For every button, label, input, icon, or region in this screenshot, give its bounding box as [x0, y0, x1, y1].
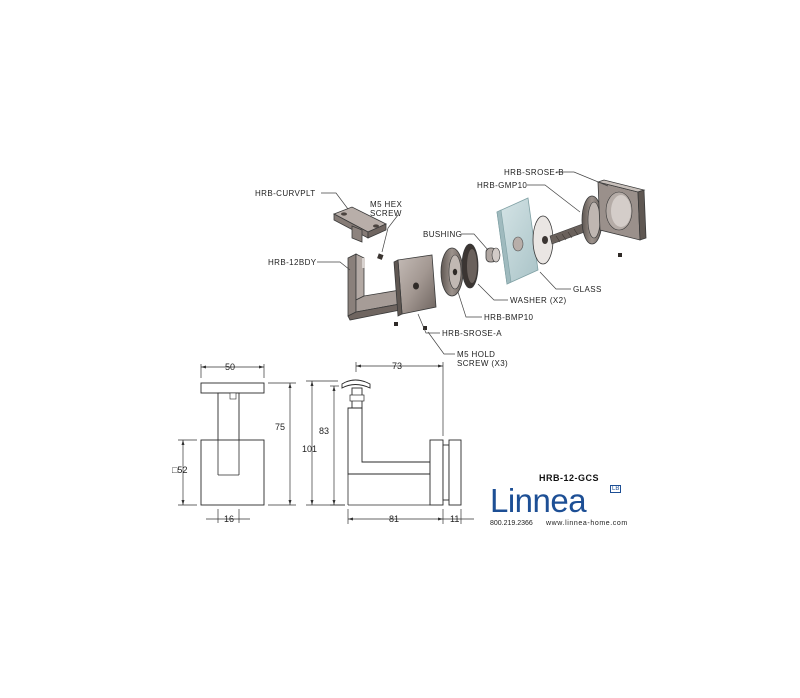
brand-website: www.linnea-home.com	[546, 520, 628, 527]
mounting-disc-part	[440, 247, 464, 297]
washer-part	[461, 243, 479, 289]
dim-side-rose: 11	[450, 514, 459, 524]
washer-part-2	[532, 215, 554, 265]
handrail-body-part	[347, 253, 401, 321]
label-square-rose-b: HRB-SROSE-B	[504, 168, 564, 177]
label-mounting-disc: HRB-BMP10	[484, 313, 534, 322]
brand-mark-icon: LB	[610, 485, 622, 493]
square-rose-b-part	[596, 179, 647, 241]
brand-block: HRB-12-GCS Linnea LB 800.219.2366 www.li…	[488, 470, 648, 532]
dim-front-height: 75	[275, 422, 285, 432]
dim-side-height-inner: 83	[319, 426, 329, 436]
label-hold-screw-2: SCREW (X3)	[457, 359, 508, 368]
glass-panel-part	[496, 197, 539, 285]
dim-side-length: 81	[389, 514, 399, 524]
label-curved-plate: HRB-CURVPLT	[255, 189, 316, 198]
dim-front-width: 50	[225, 362, 235, 372]
label-square-rose-a: HRB-SROSE-A	[442, 329, 502, 338]
leader-lines	[317, 171, 609, 355]
label-washer: WASHER (X2)	[510, 296, 567, 305]
exploded-view: HRB-CURVPLT M5 HEX SCREW HRB-12BDY BUSHI…	[255, 168, 647, 368]
hold-screws	[394, 253, 622, 330]
label-glass-mount-disc: HRB-GMP10	[477, 181, 527, 190]
dim-side-depth: 73	[392, 361, 402, 371]
label-glass: GLASS	[573, 285, 602, 294]
brand-logo: Linnea	[490, 482, 587, 519]
bushing-part	[485, 247, 501, 263]
glass-mount-disc-part	[581, 195, 603, 245]
product-code: HRB-12-GCS	[539, 473, 600, 483]
label-hex-screw-2: SCREW	[370, 209, 402, 218]
label-hold-screw-1: M5 HOLD	[457, 350, 495, 359]
curved-plate-part	[333, 206, 387, 243]
brand-phone: 800.219.2366	[490, 520, 533, 527]
side-view: 73 83 101 81 11	[302, 361, 474, 524]
dim-front-square: □52	[172, 465, 187, 475]
label-bushing: BUSHING	[423, 230, 462, 239]
dim-front-stem: 16	[224, 514, 234, 524]
hex-screw-part	[377, 253, 384, 260]
label-hex-screw-1: M5 HEX	[370, 200, 402, 209]
label-body: HRB-12BDY	[268, 258, 317, 267]
square-rose-a-part	[393, 254, 437, 317]
front-view: 50 75 □52 16	[172, 362, 296, 524]
dim-side-height-total: 101	[302, 444, 317, 454]
